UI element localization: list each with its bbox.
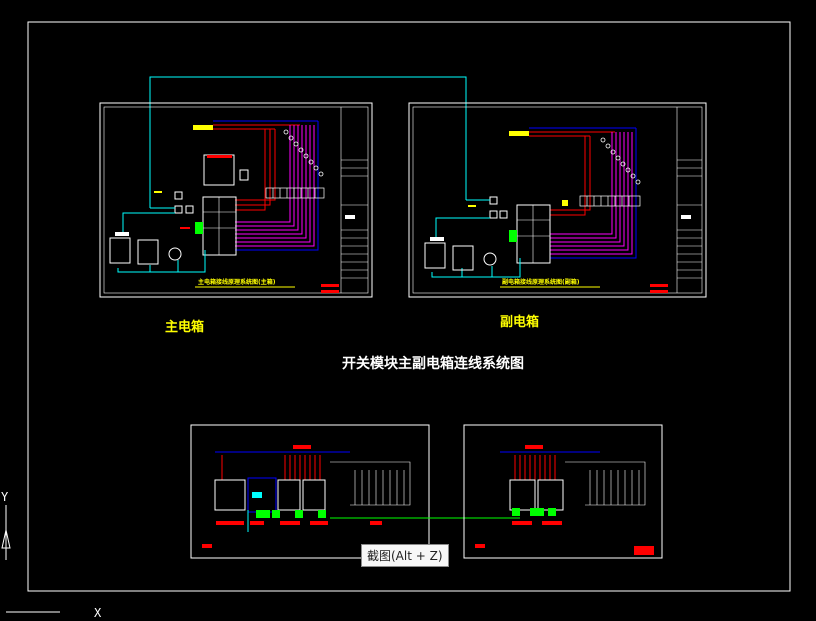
main-sheet-inner-border bbox=[103, 106, 369, 294]
bottom-right-wires bbox=[500, 451, 600, 480]
main-device-wiring bbox=[117, 207, 206, 273]
screenshot-tooltip: 截图(Alt + Z) bbox=[361, 544, 449, 567]
bottom-left-harness bbox=[330, 461, 411, 506]
main-sheet-caption: 主电箱接线原理系统图(主箱) bbox=[198, 279, 276, 286]
main-bus-lines bbox=[213, 120, 319, 251]
system-title: 开关模块主副电箱连线系统图 bbox=[342, 356, 524, 372]
main-top-module bbox=[203, 154, 235, 186]
sub-box-sheet[interactable] bbox=[408, 102, 707, 298]
main-header-tag bbox=[193, 125, 213, 130]
main-sheet-border bbox=[99, 102, 373, 298]
bottom-left-controller bbox=[214, 479, 246, 511]
main-controller-module bbox=[202, 196, 237, 256]
sub-sheet-border bbox=[408, 102, 707, 298]
sub-bus-lines bbox=[529, 127, 637, 259]
sub-controller-module bbox=[516, 204, 551, 264]
ucs-icon bbox=[1, 505, 60, 613]
main-breaker-chain bbox=[283, 129, 324, 177]
main-title-block bbox=[341, 159, 368, 279]
bottom-left-sheet[interactable] bbox=[190, 424, 430, 559]
bottom-right-sheet[interactable] bbox=[463, 424, 663, 559]
sub-box-label: 副电箱 bbox=[500, 315, 540, 330]
bottom-right-harness bbox=[565, 461, 646, 506]
ucs-y-axis-label: Y bbox=[1, 490, 9, 504]
drawing-frame bbox=[27, 21, 791, 592]
sub-device-wiring bbox=[431, 199, 521, 278]
bottom-left-wires bbox=[215, 451, 350, 480]
bottom-left-border bbox=[190, 424, 430, 559]
main-terminal-row bbox=[265, 187, 325, 199]
inter-box-connection-line bbox=[149, 76, 467, 208]
sub-title-block bbox=[677, 159, 702, 279]
sub-breaker-chain bbox=[600, 137, 641, 185]
sub-header-tag bbox=[509, 131, 529, 136]
sub-sheet-inner-border bbox=[412, 106, 703, 294]
sub-sheet-caption: 副电箱接线原理系统图(副箱) bbox=[502, 279, 580, 286]
main-box-sheet[interactable] bbox=[99, 102, 373, 298]
bottom-right-border bbox=[463, 424, 663, 559]
ucs-x-axis-label: X bbox=[94, 606, 102, 620]
main-box-label: 主电箱 bbox=[165, 320, 205, 335]
sub-terminal-row bbox=[579, 195, 641, 207]
